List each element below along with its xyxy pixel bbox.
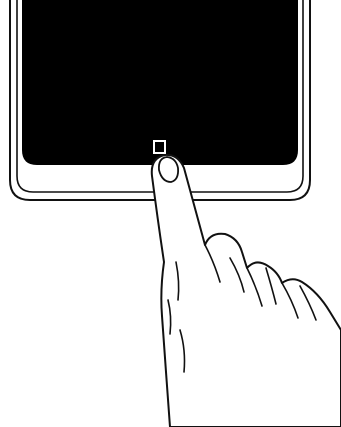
fingernail	[159, 157, 178, 182]
